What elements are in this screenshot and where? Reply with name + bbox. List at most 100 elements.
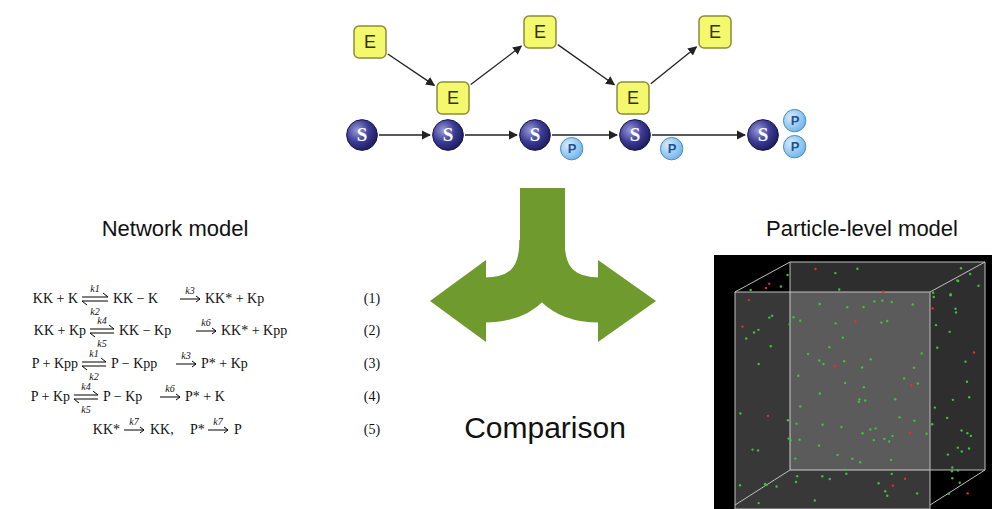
equation-term: KK* (93, 422, 120, 437)
particle (891, 301, 893, 303)
rate-constant: k1 (90, 283, 99, 294)
rate-constant: k3 (185, 285, 194, 296)
particle (880, 321, 882, 323)
rate-constant: k7 (213, 416, 222, 427)
particle (951, 466, 953, 468)
rate-constant: k3 (181, 350, 190, 361)
particle (819, 392, 821, 394)
particle (770, 345, 772, 347)
equation-number: (3) (364, 356, 380, 371)
particle (934, 406, 936, 408)
particle (891, 435, 893, 437)
particle (936, 347, 938, 349)
equation-term: KK + Kp (34, 323, 86, 338)
particle (888, 440, 890, 442)
particle (807, 353, 809, 355)
particle (886, 320, 888, 322)
particle (882, 290, 884, 292)
particle (935, 324, 937, 326)
particle (768, 316, 770, 318)
particle (913, 419, 915, 421)
section-title: Particle-level model (766, 217, 958, 241)
particle (749, 289, 751, 291)
particle (864, 399, 866, 401)
particle (951, 477, 953, 479)
particle (894, 398, 896, 400)
particle (951, 470, 953, 472)
particle (913, 367, 915, 369)
node-label: P (791, 139, 800, 154)
particle (748, 299, 750, 301)
substrate-circle: S (432, 119, 464, 151)
particle (933, 296, 935, 298)
particle (964, 360, 966, 362)
equation-term: KK − Kp (119, 323, 171, 338)
particle (898, 416, 900, 418)
particle (768, 282, 770, 284)
particle (787, 419, 789, 421)
enzyme-box: E (523, 15, 557, 49)
node-label: E (364, 32, 376, 53)
particle (818, 359, 820, 361)
particle (966, 381, 968, 383)
particle (741, 325, 743, 327)
particle (828, 346, 830, 348)
particle (863, 386, 865, 388)
particle (931, 307, 933, 309)
rate-constant: k1 (89, 348, 98, 359)
substrate-circle: S (747, 119, 779, 151)
equation-term: P* (190, 422, 205, 437)
particle (968, 447, 970, 449)
phosphate-circle: P (560, 137, 583, 160)
phosphate-circle: P (660, 137, 683, 160)
particle (977, 285, 979, 287)
section-title: Network model (102, 217, 249, 241)
particle (786, 274, 788, 276)
particle (891, 473, 893, 475)
equation-term: P + Kp (31, 389, 70, 404)
enzyme-box: E (698, 15, 732, 49)
node-label: P (791, 113, 800, 128)
particle (739, 412, 741, 414)
equation-term: P − Kp (103, 389, 142, 404)
particle (822, 363, 824, 365)
particle (858, 401, 860, 403)
enzyme-box: E (616, 81, 650, 115)
rate-constant: k6 (165, 383, 174, 394)
particle (948, 493, 950, 495)
particle (821, 475, 823, 477)
particle (821, 424, 823, 426)
particle (873, 300, 875, 302)
particle (792, 316, 794, 318)
reaction-arrow (388, 54, 435, 85)
particle (745, 337, 747, 339)
substrate-circle: S (519, 119, 551, 151)
node-label: S (630, 124, 641, 146)
rate-constant: k7 (129, 416, 138, 427)
equation-term: P* + K (185, 389, 225, 404)
particle (795, 481, 797, 483)
enzyme-box: E (353, 25, 387, 59)
equation-number: (5) (364, 422, 380, 437)
particle (910, 384, 912, 386)
particle (960, 429, 962, 431)
particle (834, 322, 836, 324)
particle (869, 428, 871, 430)
substrate-circle: S (619, 119, 651, 151)
node-label: S (357, 124, 368, 146)
equation-term: KK − K (113, 291, 158, 306)
particle (921, 352, 923, 354)
particle (966, 432, 968, 434)
particle (836, 454, 838, 456)
reaction-arrow (558, 45, 615, 85)
rate-constant: k5 (81, 404, 90, 415)
particle (753, 331, 755, 333)
equation-term: KK, (150, 422, 174, 437)
node-label: S (443, 124, 454, 146)
particle (818, 444, 820, 446)
rate-constant: k5 (97, 338, 106, 349)
phosphate-circle: P (783, 135, 806, 158)
equation-term: P* + Kp (201, 356, 248, 371)
equation-term: KK* + Kpp (221, 323, 287, 338)
reaction-arrow (379, 134, 430, 135)
